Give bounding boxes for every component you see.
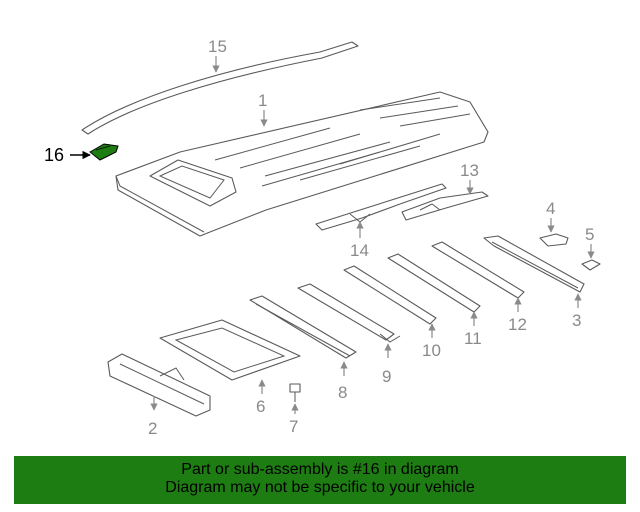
callout-1: 1 bbox=[258, 91, 267, 110]
callout-12: 12 bbox=[508, 315, 527, 334]
callout-5: 5 bbox=[585, 225, 594, 244]
callout-4: 4 bbox=[546, 199, 555, 218]
part-2-cross-member bbox=[107, 353, 211, 417]
part-10-roof-bow bbox=[343, 265, 437, 325]
callout-14: 14 bbox=[350, 241, 369, 260]
part-16-bracket-highlighted bbox=[89, 143, 119, 161]
callout-15: 15 bbox=[208, 37, 227, 56]
callout-9: 9 bbox=[382, 367, 391, 386]
info-banner: Part or sub-assembly is #16 in diagram D… bbox=[14, 456, 626, 504]
part-12-roof-bow bbox=[431, 241, 525, 299]
banner-line-2: Diagram may not be specific to your vehi… bbox=[165, 479, 475, 496]
banner-line-1: Part or sub-assembly is #16 in diagram bbox=[181, 461, 459, 478]
callout-11: 11 bbox=[464, 329, 482, 348]
callout-6: 6 bbox=[256, 397, 265, 416]
part-3-side-rail bbox=[483, 235, 585, 293]
part-7-bolt bbox=[289, 383, 301, 402]
callout-8: 8 bbox=[338, 383, 347, 402]
callout-10: 10 bbox=[422, 341, 441, 360]
callout-13: 13 bbox=[460, 161, 479, 180]
callout-2: 2 bbox=[148, 419, 157, 438]
callout-16: 16 bbox=[44, 145, 64, 165]
part-1-roof-panel bbox=[115, 91, 489, 237]
callout-3: 3 bbox=[572, 311, 581, 330]
part-8-roof-bow bbox=[249, 295, 357, 359]
part-6-sunroof-frame bbox=[159, 319, 301, 381]
part-15-roof-molding bbox=[81, 41, 359, 135]
part-13-front-header bbox=[401, 191, 489, 221]
part-11-roof-bow bbox=[387, 253, 481, 313]
callout-7: 7 bbox=[289, 417, 298, 436]
part-5-nut bbox=[581, 259, 601, 271]
part-4-clip bbox=[539, 233, 569, 247]
part-9-roof-bow bbox=[297, 283, 401, 343]
